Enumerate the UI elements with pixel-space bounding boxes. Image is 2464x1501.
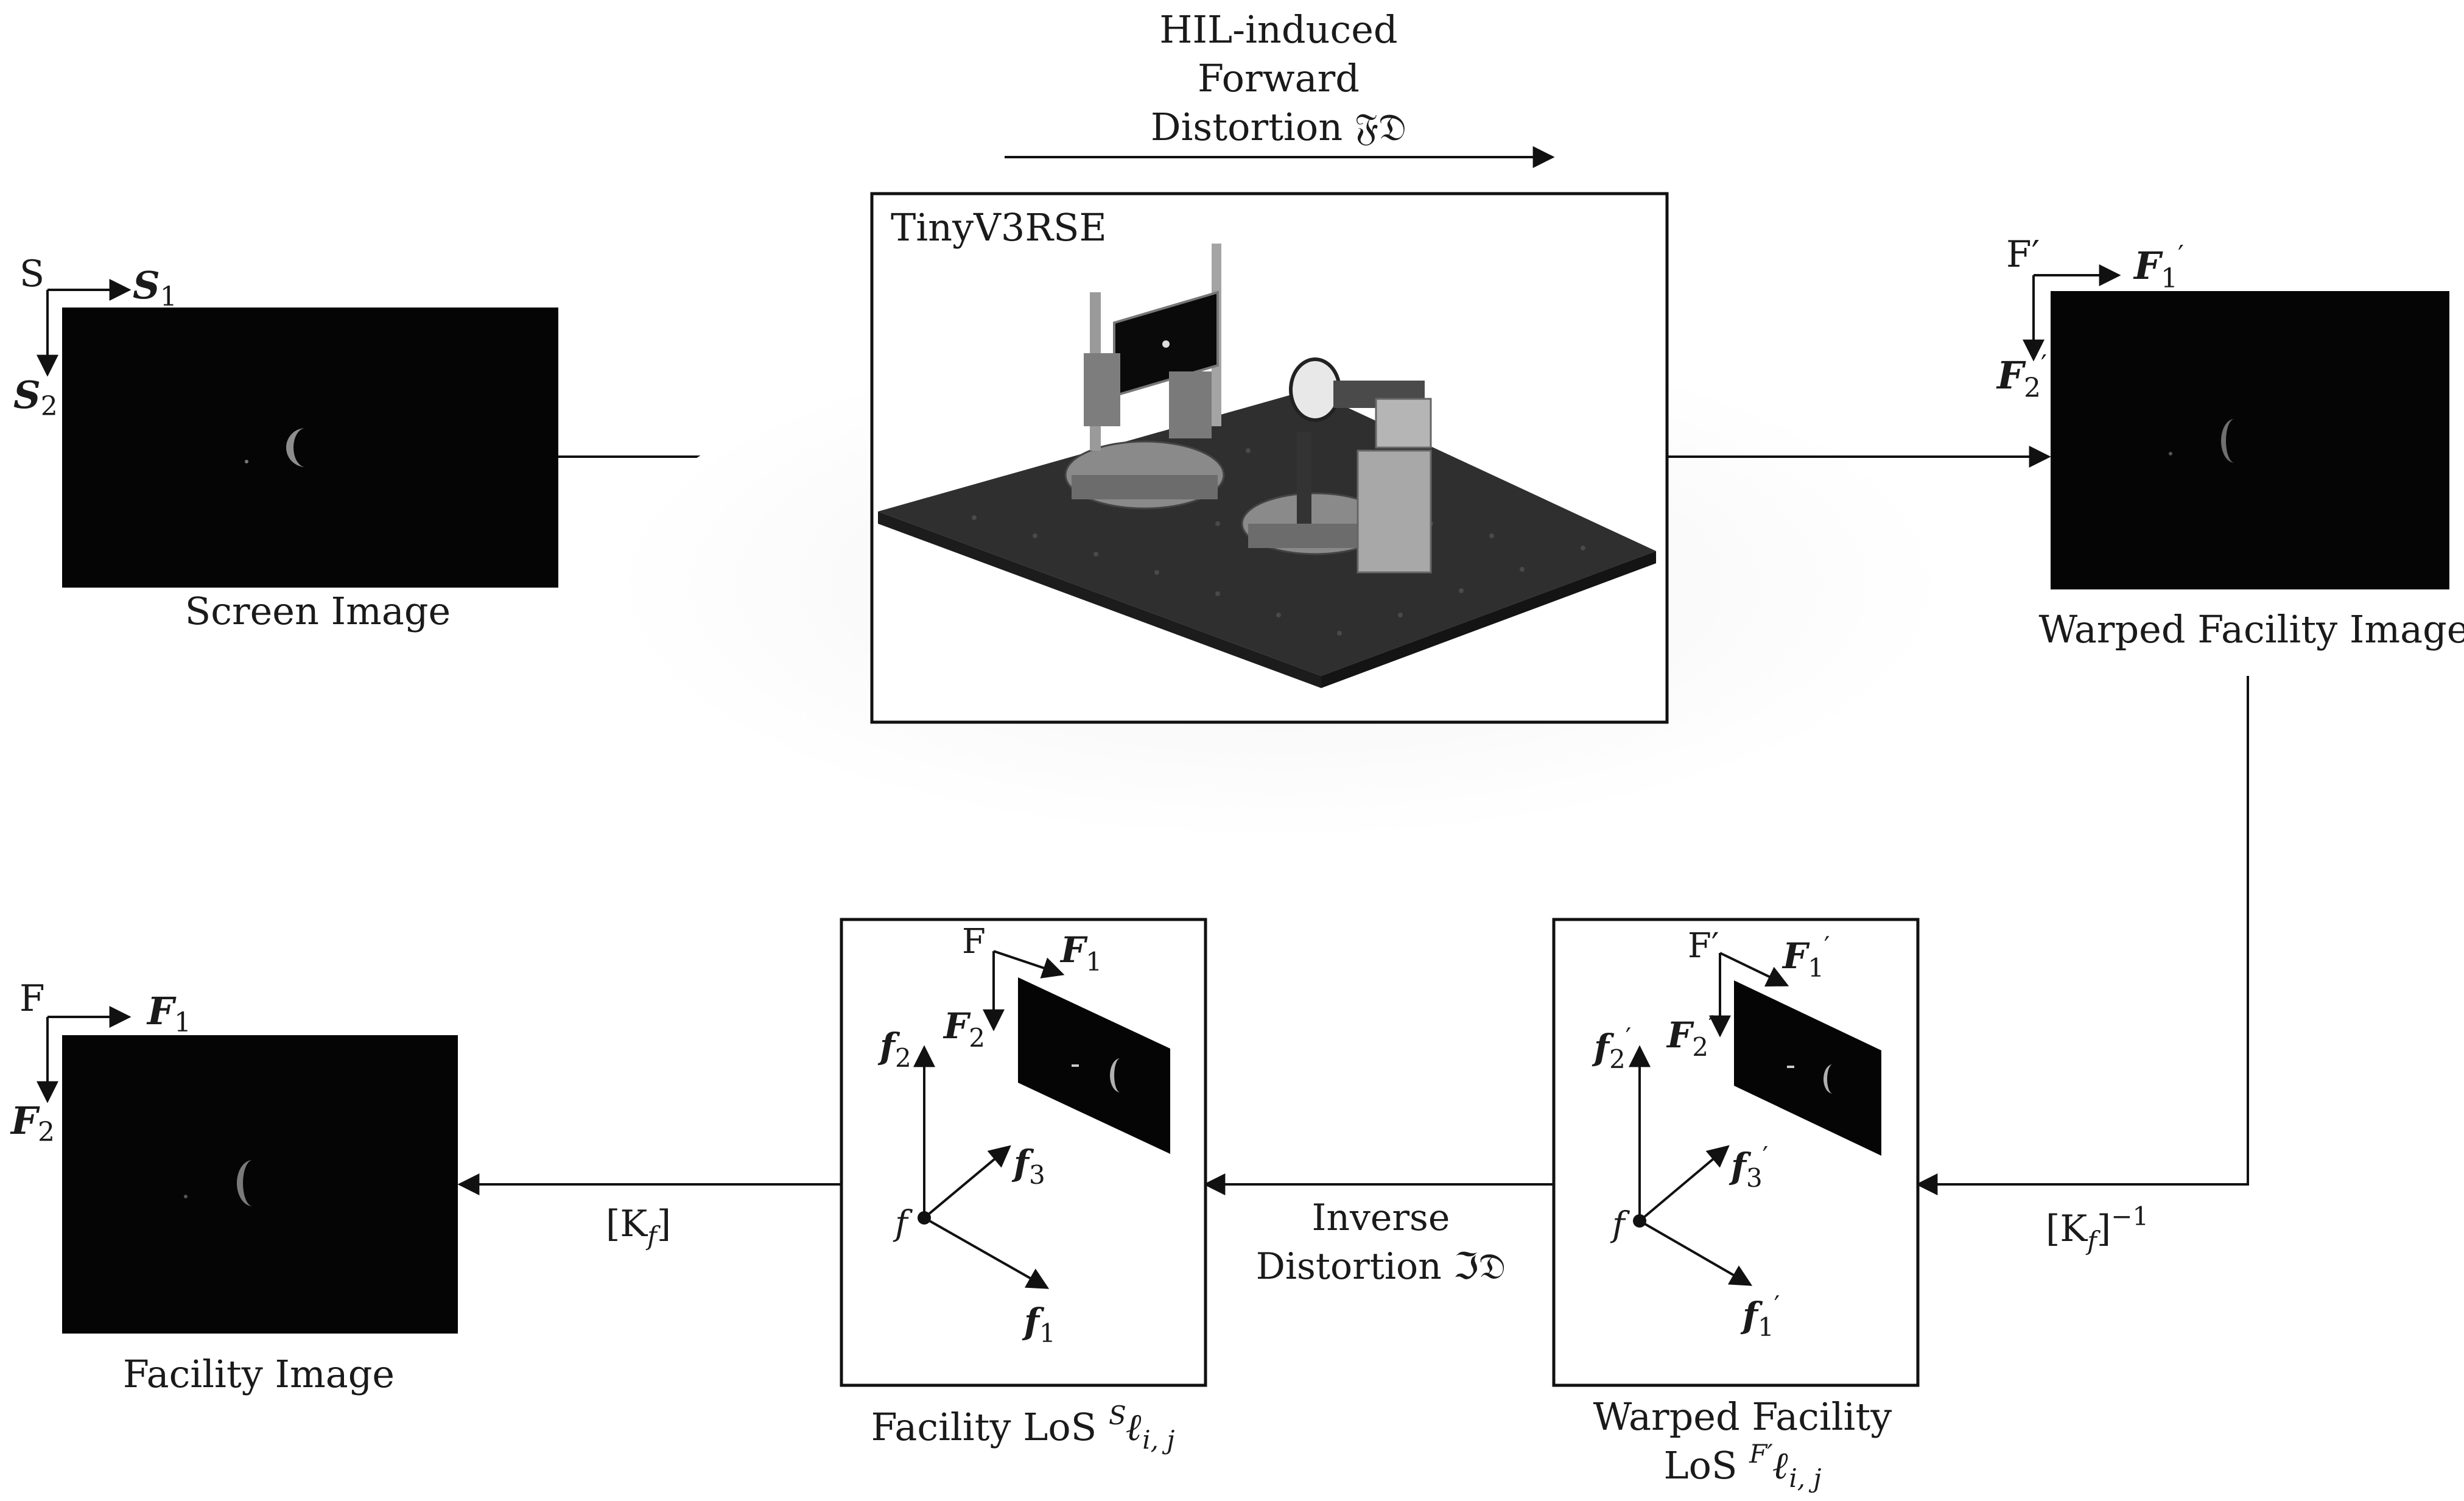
warped-los-axes: f f2′ f3′ f1′ (1592, 1022, 1780, 1342)
facility-los-axis1-arrow (993, 950, 1065, 979)
forward-distortion-line1: HIL-induced (1159, 7, 1397, 52)
screen-image-caption: Screen Image (185, 589, 451, 633)
facility-los-f1-arrow (924, 1217, 1050, 1289)
warped-axis1-label: F1′ (2133, 240, 2184, 294)
facility-image-moon (184, 1160, 253, 1206)
warped-image-caption: Warped Facility Image (2039, 607, 2464, 652)
warped-axis2-label: F2′ (1996, 350, 2047, 404)
warped-frame-origin: F′ (2006, 233, 2040, 276)
facility-los-f1-label: f1 (1022, 1301, 1056, 1348)
facility-los-caption: Facility LoS Sℓi, j (871, 1401, 1175, 1455)
warped-image-frame: F′ F1′ F2′ (1996, 233, 2184, 404)
facility-los-image-plane (1018, 977, 1170, 1154)
warped-los-frame: F′ F1′ F2′ (1666, 926, 1830, 1062)
facility-los-f3-arrow (923, 1145, 1011, 1219)
kf-label: [Kf] (606, 1203, 671, 1251)
forward-distortion-line2: Forward (1198, 56, 1360, 100)
warped-facility-los-box (1552, 918, 1920, 1387)
kf-inverse-label: [Kf]−1 (2046, 1201, 2149, 1256)
optical-bench-illustration (878, 244, 1656, 688)
warped-los-f1-arrow (1639, 1220, 1753, 1286)
forward-distortion-line3: Distortion 𝔉𝔇 (1151, 105, 1406, 149)
facility-image-frame: F F1 F2 (10, 977, 191, 1148)
warped-facility-image (2051, 291, 2449, 589)
warped-los-caption-line2: LoS F′ℓi, j (1663, 1439, 1821, 1493)
warped-los-axis1-arrow (1719, 952, 1789, 987)
facility-los-moon (1110, 1058, 1120, 1092)
warped-los-axis2-label: F2′ (1666, 1010, 1714, 1062)
facility-image-caption: Facility Image (123, 1352, 395, 1396)
forward-distortion-label: HIL-induced Forward Distortion 𝔉𝔇 (1151, 7, 1406, 149)
facility-los-axes: f f2 f3 f1 (877, 1025, 1056, 1348)
facility-image (62, 1035, 458, 1334)
facility-axis2-label: F2 (10, 1099, 55, 1148)
screen-axis2-label: S2 (13, 373, 58, 422)
facility-axis1-label: F1 (146, 989, 191, 1038)
inverse-distortion-line1: Inverse (1312, 1197, 1450, 1239)
screen-image (62, 308, 558, 588)
facility-los-axis2-label: F2 (942, 1005, 985, 1053)
screen-axis1-label: S1 (133, 263, 177, 312)
screen-image-moon (245, 428, 306, 467)
arrow-warped-to-warped-los (1915, 676, 2249, 1195)
warped-los-moon (1823, 1064, 1833, 1094)
facility-los-frame: F F1 F2 (942, 922, 1102, 1053)
rig-box-title: TinyV3RSE (891, 205, 1107, 250)
inverse-distortion-line2: Distortion ℑ𝔇 (1256, 1245, 1506, 1288)
facility-los-axis1-label: F1 (1059, 929, 1102, 977)
facility-frame-origin: F (19, 977, 45, 1020)
warped-image-moon (2169, 419, 2234, 463)
facility-los-frame-origin: F (962, 922, 986, 961)
warped-los-caption-line1: Warped Facility (1593, 1394, 1892, 1439)
screen-frame-origin: S (19, 253, 44, 295)
warped-los-f1-label: f1′ (1740, 1290, 1780, 1342)
warped-los-f3-label: f3′ (1729, 1141, 1768, 1193)
warped-los-f3-arrow (1638, 1145, 1730, 1222)
screen-image-frame: S S1 S2 (13, 253, 177, 422)
warped-los-image-plane (1734, 980, 1881, 1156)
warped-los-axis1-label: F1′ (1781, 931, 1830, 983)
camera-lens (1289, 357, 1341, 422)
warped-los-frame-origin: F′ (1688, 926, 1719, 966)
